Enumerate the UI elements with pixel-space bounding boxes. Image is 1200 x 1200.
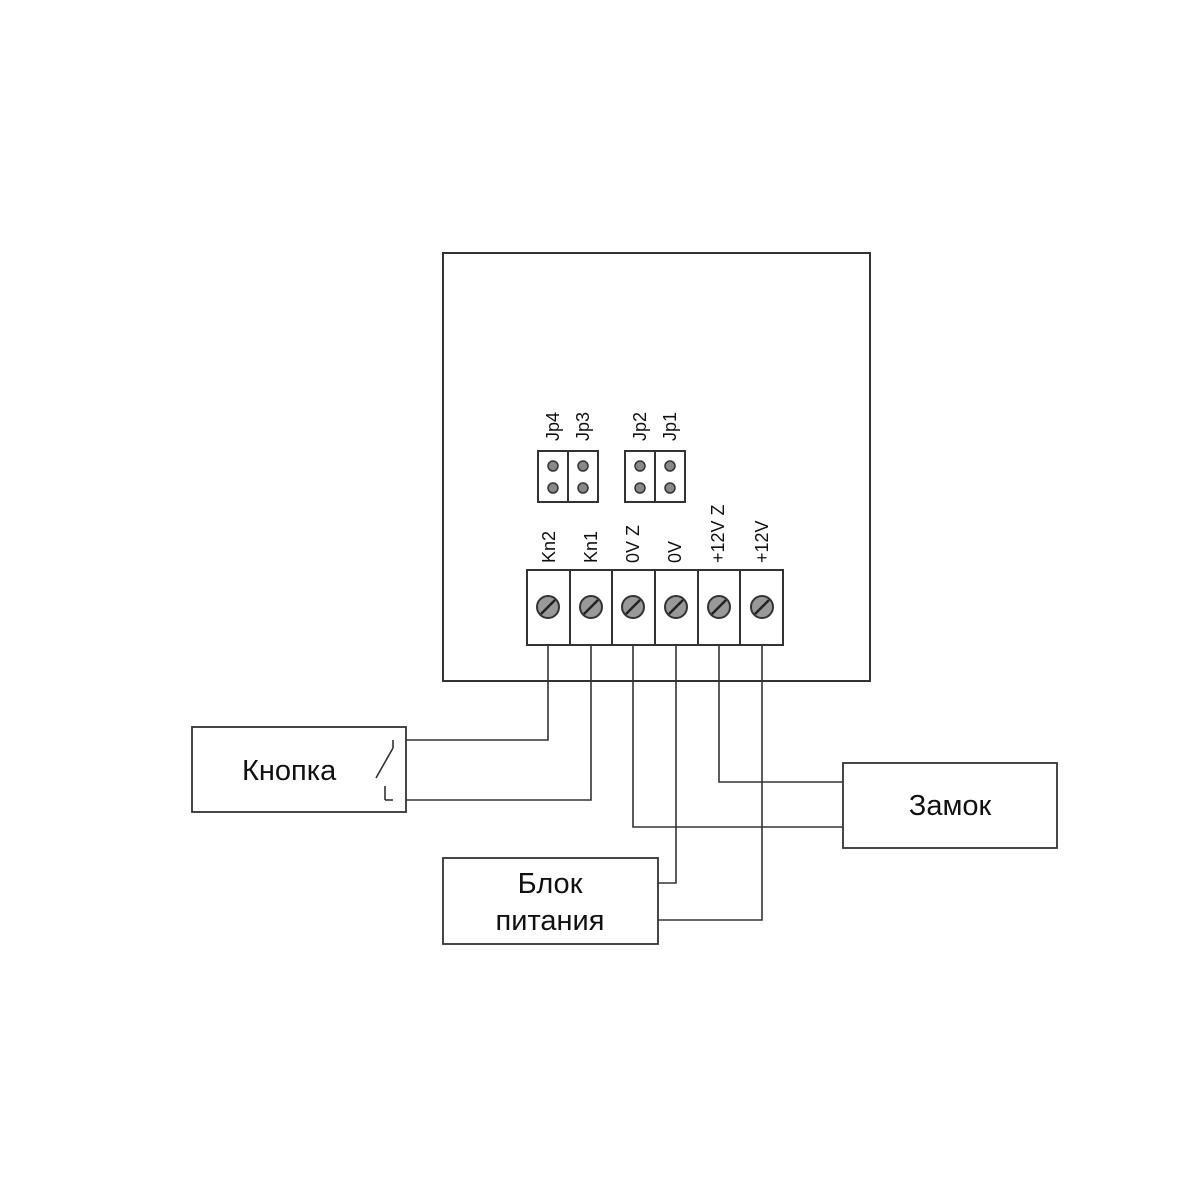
screw-icon (664, 595, 688, 619)
screw-icon (579, 595, 603, 619)
jumper-label-jp3: Jp3 (573, 412, 593, 441)
screw-icon (707, 595, 731, 619)
jumper-label-jp2: Jp2 (630, 412, 650, 441)
screw-icon (621, 595, 645, 619)
terminal-label-kn2: Kn2 (539, 531, 559, 563)
jumper-block-right (624, 450, 686, 503)
terminal-label-0v: 0V (665, 541, 685, 563)
wire-0vz (632, 645, 843, 828)
jumper-label-jp4: Jp4 (543, 412, 563, 441)
psu-box (442, 857, 659, 945)
wire-12vz (718, 645, 843, 783)
wire-kn2 (393, 645, 549, 741)
screw-icon (750, 595, 774, 619)
jumper-label-jp1: Jp1 (660, 412, 680, 441)
screw-icon (536, 595, 560, 619)
switch-icon (375, 740, 394, 801)
terminal-label-12vz: +12V Z (708, 504, 728, 563)
lock-box (842, 762, 1058, 849)
wire-12v (658, 645, 763, 921)
psu-label-line2: питания (496, 905, 605, 937)
button-label: Кнопка (242, 755, 337, 787)
terminal-label-kn1: Kn1 (581, 531, 601, 563)
terminal-screws (536, 595, 774, 619)
terminal-block (526, 569, 784, 646)
wire-kn1 (393, 645, 592, 801)
terminal-label-12v: +12V (752, 520, 772, 563)
button-box (191, 726, 407, 813)
wire-0v (658, 645, 677, 884)
terminal-label-0vz: 0V Z (623, 525, 643, 563)
psu-label-line1: Блок (518, 868, 583, 900)
jumper-block-left (537, 450, 599, 503)
lock-label: Замок (909, 790, 992, 822)
